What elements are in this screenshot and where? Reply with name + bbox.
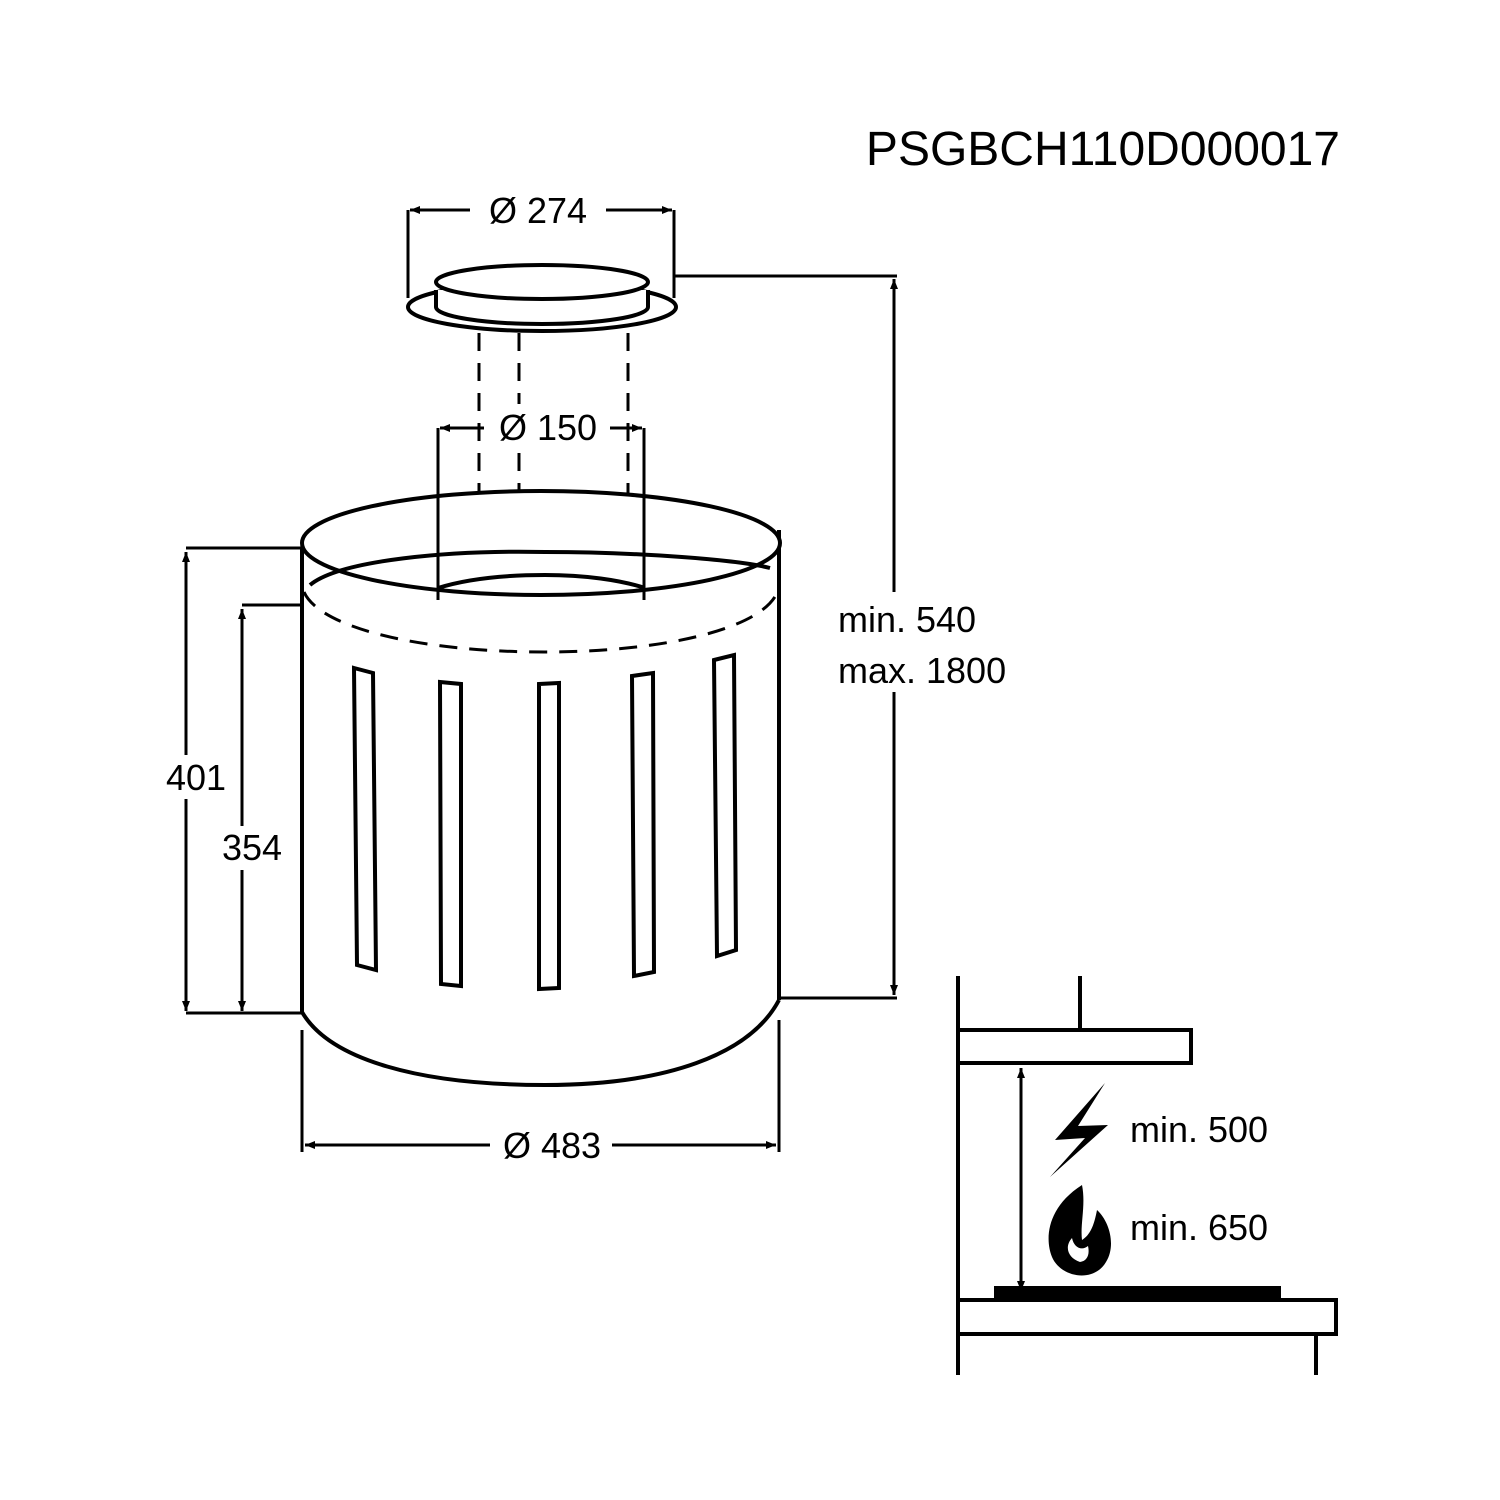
body-height-label-bg bbox=[212, 826, 290, 870]
model-code: PSGBCH110D000017 bbox=[866, 123, 1340, 176]
install-height-min-label: min. 540 bbox=[838, 599, 976, 640]
flange-diameter-label: Ø 274 bbox=[489, 190, 587, 231]
hood-diameter-label: Ø 483 bbox=[503, 1125, 601, 1166]
hood-body bbox=[300, 489, 782, 1088]
flame-icon bbox=[1048, 1185, 1112, 1276]
duct-diameter-label: Ø 150 bbox=[499, 407, 597, 448]
duct-diameter-dimension bbox=[436, 424, 646, 600]
body-height-label: 354 bbox=[222, 827, 282, 868]
duct-collar bbox=[406, 263, 678, 333]
install-height-max-label: max. 1800 bbox=[838, 650, 1006, 691]
flange-diameter-dimension bbox=[406, 206, 676, 298]
vent-slots bbox=[351, 652, 739, 992]
duct-diameter-label-bg bbox=[484, 404, 610, 446]
electric-clearance-label: min. 500 bbox=[1130, 1109, 1268, 1150]
gas-clearance-label: min. 650 bbox=[1130, 1207, 1268, 1248]
hood-diameter-dimension bbox=[300, 1020, 781, 1152]
total-height-label: 401 bbox=[166, 757, 226, 798]
install-height-dimension bbox=[674, 274, 898, 1000]
clearance-inset bbox=[956, 976, 1338, 1375]
total-height-label-bg bbox=[158, 755, 234, 799]
lightning-icon bbox=[1050, 1083, 1108, 1177]
